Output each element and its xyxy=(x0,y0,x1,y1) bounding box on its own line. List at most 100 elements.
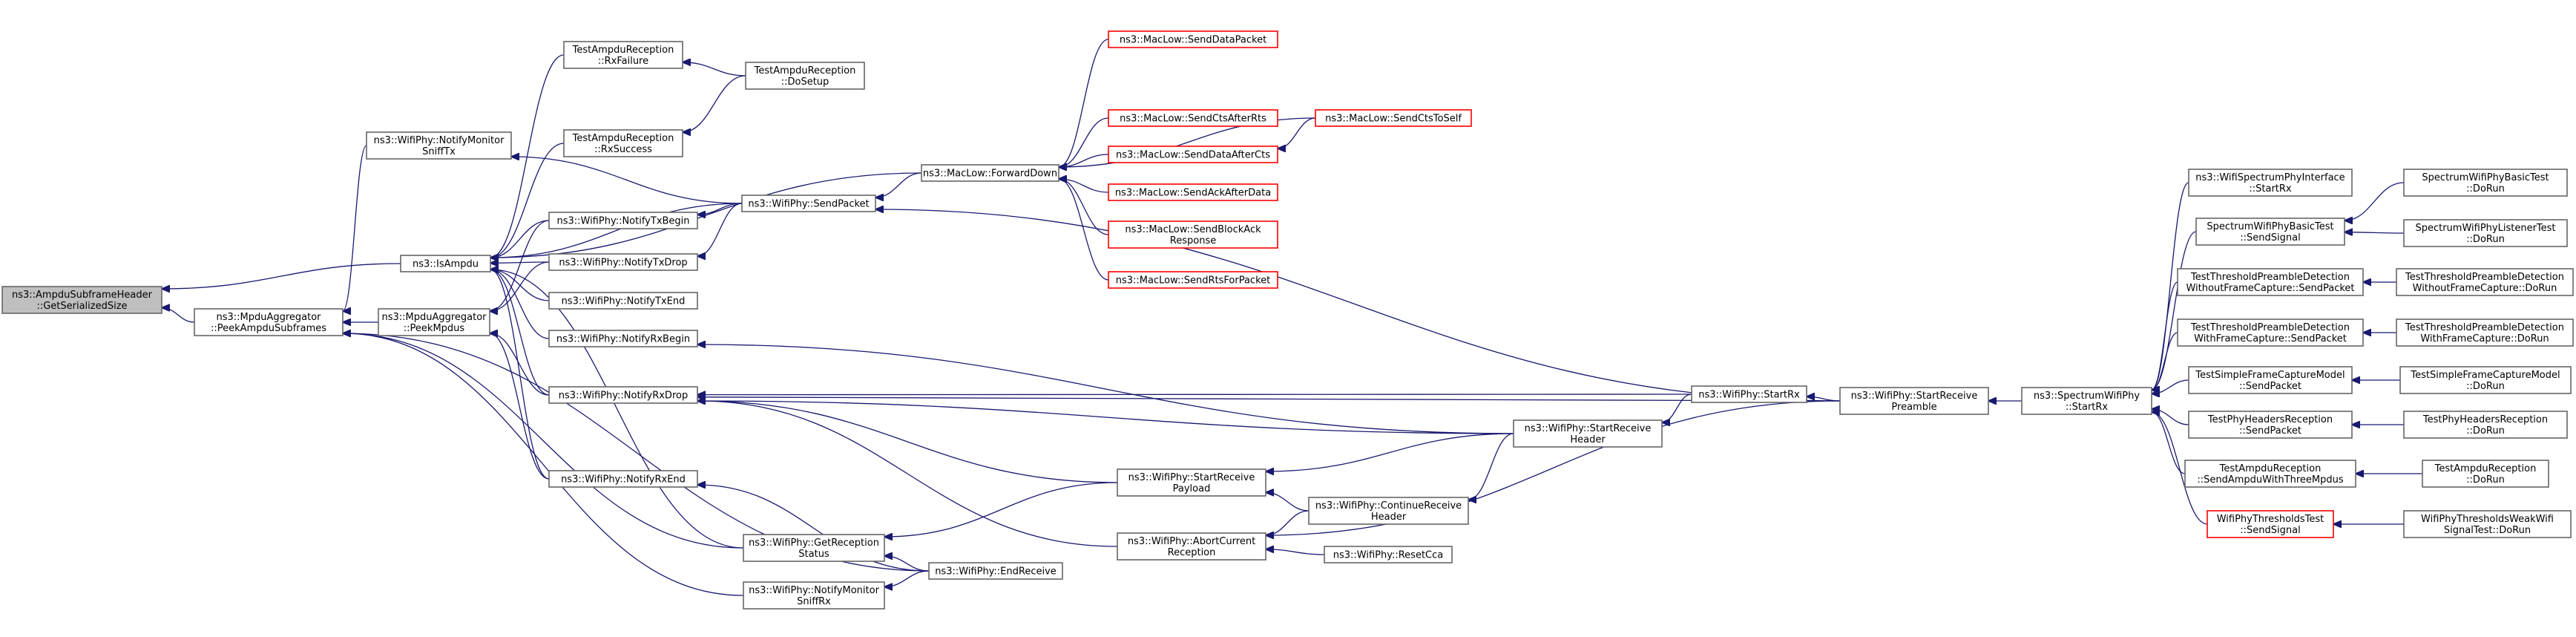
node-box[interactable] xyxy=(928,562,1063,580)
node-rxDrop[interactable]: ns3::WifiPhy::NotifyRxDrop xyxy=(548,386,698,404)
node-box[interactable] xyxy=(548,330,698,347)
node-box[interactable] xyxy=(194,308,344,336)
node-box[interactable] xyxy=(1108,183,1278,201)
node-box[interactable] xyxy=(745,62,865,90)
node-sendCtsAfterRts[interactable]: ns3::MacLow::SendCtsAfterRts xyxy=(1108,109,1278,127)
node-box[interactable] xyxy=(1108,271,1278,289)
node-resetCca[interactable]: ns3::WifiPhy::ResetCca xyxy=(1324,546,1453,564)
node-box[interactable] xyxy=(2188,411,2353,439)
node-box[interactable] xyxy=(2396,268,2574,296)
node-tpdWithoutDoRun[interactable]: TestThresholdPreambleDetectionWithoutFra… xyxy=(2396,268,2574,296)
node-box[interactable] xyxy=(743,581,885,610)
node-box[interactable] xyxy=(2403,411,2568,439)
node-sendAckAfterData[interactable]: ns3::MacLow::SendAckAfterData xyxy=(1108,183,1278,201)
node-sendRtsForPacket[interactable]: ns3::MacLow::SendRtsForPacket xyxy=(1108,271,1278,289)
node-box[interactable] xyxy=(1315,109,1472,127)
node-box[interactable] xyxy=(378,308,490,336)
node-box[interactable] xyxy=(2403,219,2568,247)
node-rxSuccess[interactable]: TestAmpduReception::RxSuccess xyxy=(563,129,683,157)
node-box[interactable] xyxy=(2403,510,2572,538)
node-forwardDown[interactable]: ns3::MacLow::ForwardDown xyxy=(921,164,1059,182)
node-txDrop[interactable]: ns3::WifiPhy::NotifyTxDrop xyxy=(548,253,698,271)
node-box[interactable] xyxy=(2399,366,2572,394)
node-tpdWithoutSend[interactable]: TestThresholdPreambleDetectionWithoutFra… xyxy=(2177,268,2364,296)
node-swpListenerDoRun[interactable]: SpectrumWifiPhyListenerTest::DoRun xyxy=(2403,219,2568,247)
node-box[interactable] xyxy=(2188,366,2353,394)
node-box[interactable] xyxy=(548,386,698,404)
node-box[interactable] xyxy=(563,129,683,157)
node-txBegin[interactable]: ns3::WifiPhy::NotifyTxBegin xyxy=(548,212,698,229)
node-simpleFCDoRun[interactable]: TestSimpleFrameCaptureModel::DoRun xyxy=(2399,366,2572,394)
node-sendDataPacket[interactable]: ns3::MacLow::SendDataPacket xyxy=(1108,30,1278,48)
node-box[interactable] xyxy=(1,286,162,314)
node-rxFailure[interactable]: TestAmpduReception::RxFailure xyxy=(563,41,683,69)
node-box[interactable] xyxy=(548,253,698,271)
node-box[interactable] xyxy=(741,195,876,212)
node-box[interactable] xyxy=(2396,318,2574,347)
node-box[interactable] xyxy=(548,292,698,310)
node-sendPacket[interactable]: ns3::WifiPhy::SendPacket xyxy=(741,195,876,212)
node-phyHeadersSend[interactable]: TestPhyHeadersReception::SendPacket xyxy=(2188,411,2353,439)
node-box[interactable] xyxy=(2207,510,2334,538)
node-ampduDoRun[interactable]: TestAmpduReception::DoRun xyxy=(2422,460,2549,488)
node-spectrumStartRx[interactable]: ns3::SpectrumWifiPhy::StartRx xyxy=(2021,387,2152,415)
node-box[interactable] xyxy=(2422,460,2549,488)
node-endReceive[interactable]: ns3::WifiPhy::EndReceive xyxy=(928,562,1063,580)
node-wsIfStartRx[interactable]: ns3::WifiSpectrumPhyInterface::StartRx xyxy=(2188,169,2353,197)
node-swpBasicSendSignal[interactable]: SpectrumWifiPhyBasicTest::SendSignal xyxy=(2195,218,2345,246)
node-box[interactable] xyxy=(2177,268,2364,296)
node-txEnd[interactable]: ns3::WifiPhy::NotifyTxEnd xyxy=(548,292,698,310)
node-box[interactable] xyxy=(1117,532,1266,561)
node-box[interactable] xyxy=(2403,169,2568,197)
node-box[interactable] xyxy=(2188,169,2353,197)
node-box[interactable] xyxy=(400,255,491,272)
node-box[interactable] xyxy=(921,164,1059,182)
node-phyHeadersDoRun[interactable]: TestPhyHeadersReception::DoRun xyxy=(2403,411,2568,439)
node-box[interactable] xyxy=(2195,218,2345,246)
node-tpdWithSend[interactable]: TestThresholdPreambleDetectionWithFrameC… xyxy=(2177,318,2364,347)
node-box[interactable] xyxy=(1117,468,1266,497)
node-simpleFCSend[interactable]: TestSimpleFrameCaptureModel::SendPacket xyxy=(2188,366,2353,394)
node-peekAmpdu[interactable]: ns3::MpduAggregator::PeekAmpduSubframes xyxy=(194,308,344,336)
node-box[interactable] xyxy=(1108,146,1278,163)
node-box[interactable] xyxy=(1839,387,1989,415)
node-rxEnd[interactable]: ns3::WifiPhy::NotifyRxEnd xyxy=(548,470,698,488)
node-box[interactable] xyxy=(2021,387,2152,415)
node-box[interactable] xyxy=(2184,460,2356,488)
node-box[interactable] xyxy=(2177,318,2364,347)
node-thresholdsSendSignal[interactable]: WifiPhyThresholdsTest::SendSignal xyxy=(2207,510,2334,538)
node-box[interactable] xyxy=(548,470,698,488)
node-swpBasicDoRun[interactable]: SpectrumWifiPhyBasicTest::DoRun xyxy=(2403,169,2568,197)
node-tpdWithDoRun[interactable]: TestThresholdPreambleDetectionWithFrameC… xyxy=(2396,318,2574,347)
node-box[interactable] xyxy=(563,41,683,69)
node-sendDataAfterCts[interactable]: ns3::MacLow::SendDataAfterCts xyxy=(1108,146,1278,163)
node-isAmpdu[interactable]: ns3::IsAmpdu xyxy=(400,255,491,272)
node-startRx[interactable]: ns3::WifiPhy::StartRx xyxy=(1691,385,1807,403)
node-rxBegin[interactable]: ns3::WifiPhy::NotifyRxBegin xyxy=(548,330,698,347)
node-root[interactable]: ns3::AmpduSubframeHeader::GetSerializedS… xyxy=(1,286,162,314)
node-box[interactable] xyxy=(1108,220,1278,249)
node-box[interactable] xyxy=(1108,109,1278,127)
node-box[interactable] xyxy=(743,534,885,562)
node-box[interactable] xyxy=(1691,385,1807,403)
node-box[interactable] xyxy=(1324,546,1453,564)
node-box[interactable] xyxy=(548,212,698,229)
node-sendCtsToSelf[interactable]: ns3::MacLow::SendCtsToSelf xyxy=(1315,109,1472,127)
node-box[interactable] xyxy=(1108,30,1278,48)
node-box[interactable] xyxy=(366,131,512,160)
node-box[interactable] xyxy=(1513,419,1663,448)
node-box[interactable] xyxy=(1308,497,1469,525)
node-peekMpdus[interactable]: ns3::MpduAggregator::PeekMpdus xyxy=(378,308,490,336)
node-weakWifiDoRun[interactable]: WifiPhyThresholdsWeakWifiSignalTest::DoR… xyxy=(2403,510,2572,538)
node-doSetup[interactable]: TestAmpduReception::DoSetup xyxy=(745,62,865,90)
node-ampduSendThree[interactable]: TestAmpduReception::SendAmpduWithThreeMp… xyxy=(2184,460,2356,488)
